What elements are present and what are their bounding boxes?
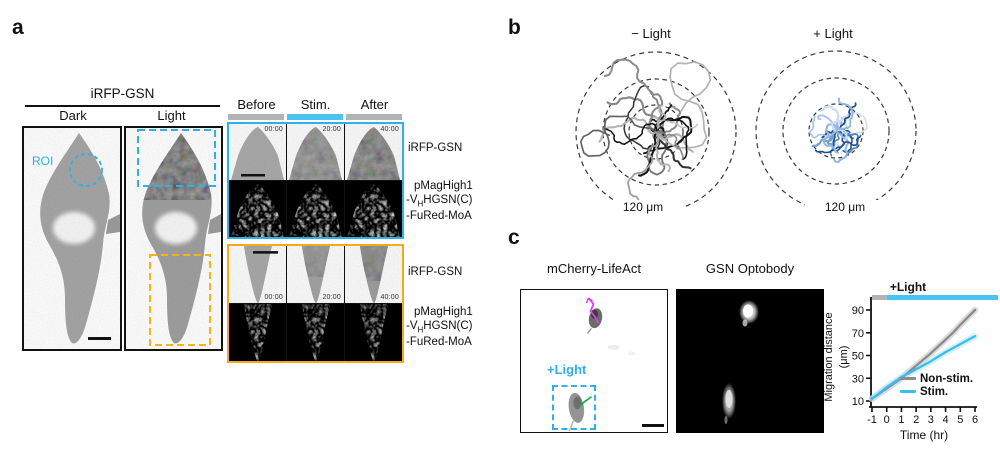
light-stim-box (552, 385, 596, 430)
plus-light-annotation: +Light (547, 362, 587, 377)
plus-light-scale-label: 120 μm (805, 200, 885, 214)
timestamp: 20:00 (322, 294, 341, 301)
timelapse-header-after: After (360, 97, 389, 112)
after-bar (346, 114, 402, 120)
timelapse-frame: 40:00 (345, 246, 402, 303)
optobody-frame (345, 181, 402, 237)
panel-c-label: c (508, 226, 520, 249)
optobody-frame (345, 304, 402, 361)
svg-text:5: 5 (957, 414, 963, 426)
chart-stimulus-bar (872, 295, 998, 300)
svg-text:2: 2 (913, 414, 919, 426)
optobody-frame (287, 304, 344, 361)
svg-text:1: 1 (898, 414, 904, 426)
construct-line3: -FuRed-MoA (406, 210, 472, 223)
legend-label-nonstim: Non-stim. (920, 372, 974, 385)
svg-text:50: 50 (852, 351, 864, 363)
construct-line2: -VHHGSN(C) (406, 319, 473, 334)
legend-entry-nonstim: Non-stim. (900, 372, 973, 385)
block2-construct-label: pMagHigh1 -VHHGSN(C) -FuRed-MoA (406, 306, 473, 350)
mcherry-lifeact-image: +Light (520, 289, 668, 433)
orange-roi-timelapse-block: 00:00 20:00 40:00 (227, 244, 404, 363)
block1-construct-label: pMagHigh1 -VHHGSN(C) -FuRed-MoA (406, 180, 473, 224)
green-track (577, 396, 592, 409)
stim-roi-box (137, 129, 216, 187)
optobody-frame (229, 181, 286, 237)
chart-legend: Non-stim. Stim. (900, 372, 973, 398)
block2-irfp-label: iRFP-GSN (408, 266, 463, 278)
timestamp: 40:00 (380, 126, 399, 133)
optobody-frame (229, 304, 286, 361)
ylabel-line1: Migration distance (823, 312, 835, 402)
construct-line1: pMagHigh1 (414, 180, 473, 192)
timelapse-header-before: Before (237, 97, 276, 112)
svg-text:3: 3 (928, 414, 934, 426)
timestamp: 20:00 (322, 126, 341, 133)
light-cell-image (124, 126, 223, 351)
optobody-frame (287, 181, 344, 237)
stim-bar (287, 114, 343, 120)
timelapse-header-stim: Stim. (300, 97, 331, 112)
scale-bar (642, 424, 664, 427)
gsn-optobody-image (676, 289, 824, 433)
svg-text:30: 30 (852, 373, 864, 385)
plus-light-title: + Light (813, 26, 853, 41)
before-bar (228, 114, 284, 120)
svg-text:70: 70 (852, 328, 864, 340)
svg-text:-1: -1 (867, 414, 877, 426)
timelapse-frame: 00:00 (229, 124, 286, 180)
mcherry-lifeact-title: mCherry-LifeAct (547, 261, 641, 276)
scale-bar (88, 337, 111, 340)
chart-series (868, 306, 979, 402)
panel-b-label: b (508, 16, 521, 39)
minus-light-scale-label: 120 μm (603, 200, 683, 214)
gsn-optobody-title: GSN Optobody (705, 261, 795, 276)
svg-text:90: 90 (852, 305, 864, 317)
tail-roi-box (149, 254, 211, 346)
construct-line3: -FuRed-MoA (406, 336, 472, 349)
svg-text:10: 10 (852, 396, 864, 408)
svg-text:6: 6 (972, 414, 978, 426)
construct-line1: pMagHigh1 (414, 306, 473, 318)
chart-y-axis-label: Migration distance (μm) (822, 297, 854, 417)
plus-light-track-plot (755, 50, 917, 212)
minus-light-title: − Light (631, 26, 671, 41)
timestamp: 00:00 (264, 126, 283, 133)
magenta-track (587, 297, 600, 324)
legend-entry-stim: Stim. (900, 385, 973, 398)
roi-label: ROI (32, 154, 54, 168)
legend-swatch-1 (900, 389, 916, 394)
dark-column-label: Dark (59, 108, 87, 123)
chart-title: +Light (890, 280, 926, 294)
block1-irfp-label: iRFP-GSN (408, 142, 463, 154)
light-column-label: Light (157, 108, 186, 123)
panel-a-label: a (12, 16, 24, 39)
timelapse-frame: 20:00 (287, 246, 344, 303)
timelapse-frame: 20:00 (287, 124, 344, 180)
timelapse-frame: 00:00 (229, 246, 286, 303)
svg-text:0: 0 (884, 414, 890, 426)
cyan-roi-timelapse-block: 00:00 20:00 40:00 (227, 122, 404, 239)
timelapse-frame: 40:00 (345, 124, 402, 180)
dark-cell-image: ROI (22, 126, 122, 351)
svg-text:Time (hr): Time (hr) (900, 428, 948, 442)
svg-text:4: 4 (943, 414, 949, 426)
ylabel-line2: (μm) (838, 345, 850, 369)
timestamp: 40:00 (380, 294, 399, 301)
construct-line2: -VHHGSN(C) (406, 193, 473, 208)
timestamp: 00:00 (264, 294, 283, 301)
legend-swatch-0 (900, 376, 916, 381)
roi-circle (69, 153, 103, 187)
irfp-gsn-header: iRFP-GSN (90, 86, 155, 101)
minus-light-track-plot (575, 51, 737, 213)
legend-label-stim: Stim. (920, 385, 949, 398)
header-underline (25, 105, 220, 107)
